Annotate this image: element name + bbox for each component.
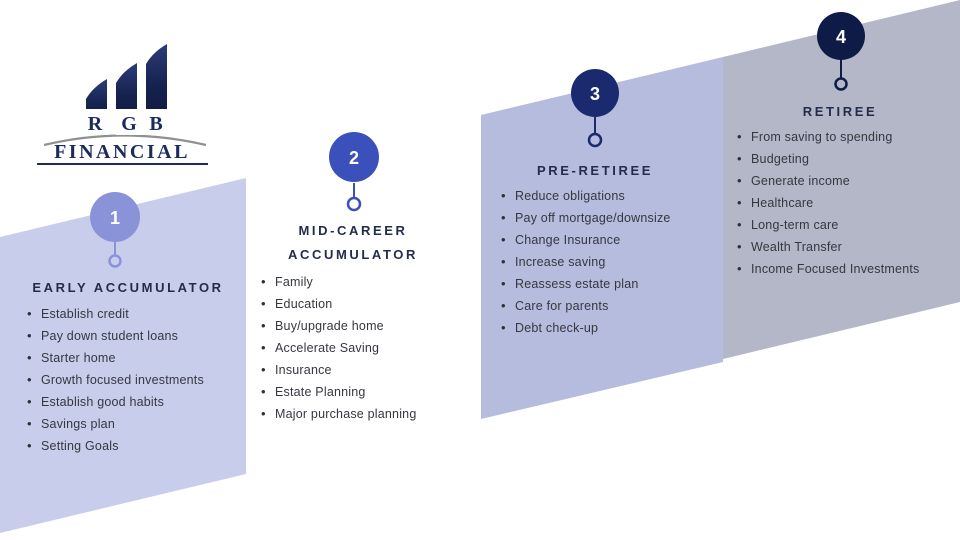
list-item: Generate income (736, 170, 919, 192)
list-item: Buy/upgrade home (260, 315, 417, 337)
list-item: Reduce obligations (500, 185, 671, 207)
stage-2-list: Family Education Buy/upgrade home Accele… (260, 271, 417, 425)
stage-3-ring-icon (587, 132, 603, 148)
list-item: Education (260, 293, 417, 315)
list-item: Insurance (260, 359, 417, 381)
logo-wordmark: FINANCIAL (54, 141, 190, 163)
list-item: Accelerate Saving (260, 337, 417, 359)
list-item: Wealth Transfer (736, 236, 919, 258)
list-item: Setting Goals (26, 435, 204, 457)
list-item: Change Insurance (500, 229, 671, 251)
logo-letter-box (144, 109, 167, 135)
stage-3-list: Reduce obligations Pay off mortgage/down… (500, 185, 671, 339)
list-item: Income Focused Investments (736, 258, 919, 280)
stage-3-number: 3 (590, 84, 600, 104)
stage-3-marker: 3 (571, 69, 619, 148)
stage-1-number-circle (90, 192, 140, 242)
stage-4-list: From saving to spending Budgeting Genera… (736, 126, 919, 280)
stage-4-number: 4 (836, 27, 846, 47)
stage-2-number: 2 (349, 148, 359, 168)
list-item: Establish credit (26, 303, 204, 325)
list-item: Healthcare (736, 192, 919, 214)
logo-letter-box (116, 109, 142, 135)
list-item: Pay off mortgage/downsize (500, 207, 671, 229)
list-item: Estate Planning (260, 381, 417, 403)
stage-1-marker: 1 (90, 192, 140, 268)
list-item: From saving to spending (736, 126, 919, 148)
stage-4-title: RETIREE (802, 104, 878, 119)
list-item: Long-term care (736, 214, 919, 236)
list-item: Reassess estate plan (500, 273, 671, 295)
stage-1-ring-icon (108, 254, 122, 268)
logo-letter-r: R (88, 113, 103, 135)
list-item: Pay down student loans (26, 325, 204, 347)
stage-4-ring-icon (834, 77, 848, 91)
stage-4-marker: 4 (817, 12, 865, 91)
stage-1-list: Establish credit Pay down student loans … (26, 303, 204, 457)
stage-3-number-circle (571, 69, 619, 117)
list-item: Savings plan (26, 413, 204, 435)
stage-2-title: MID-CAREER ACCUMULATOR (288, 223, 418, 262)
stage-1-number: 1 (110, 208, 120, 228)
stage-2-number-circle (329, 132, 379, 182)
logo-letter-b: B (149, 113, 162, 135)
list-item: Budgeting (736, 148, 919, 170)
list-item: Debt check-up (500, 317, 671, 339)
list-item: Increase saving (500, 251, 671, 273)
logo-letter-g: G (121, 113, 137, 135)
rgb-financial-logo: R G B FINANCIAL (37, 44, 208, 165)
list-item: Major purchase planning (260, 403, 417, 425)
stage-4-number-circle (817, 12, 865, 60)
list-item: Starter home (26, 347, 204, 369)
list-item: Growth focused investments (26, 369, 204, 391)
list-item: Care for parents (500, 295, 671, 317)
list-item: Establish good habits (26, 391, 204, 413)
list-item: Family (260, 271, 417, 293)
stage-2-ring-icon (346, 196, 362, 212)
stage-3-title: PRE-RETIREE (536, 163, 653, 178)
logo-letter-box (82, 109, 108, 135)
stage-2-marker: 2 (329, 132, 379, 212)
stage-1-title: EARLY ACCUMULATOR (32, 280, 224, 295)
logo-swoosh-icon (43, 134, 207, 147)
